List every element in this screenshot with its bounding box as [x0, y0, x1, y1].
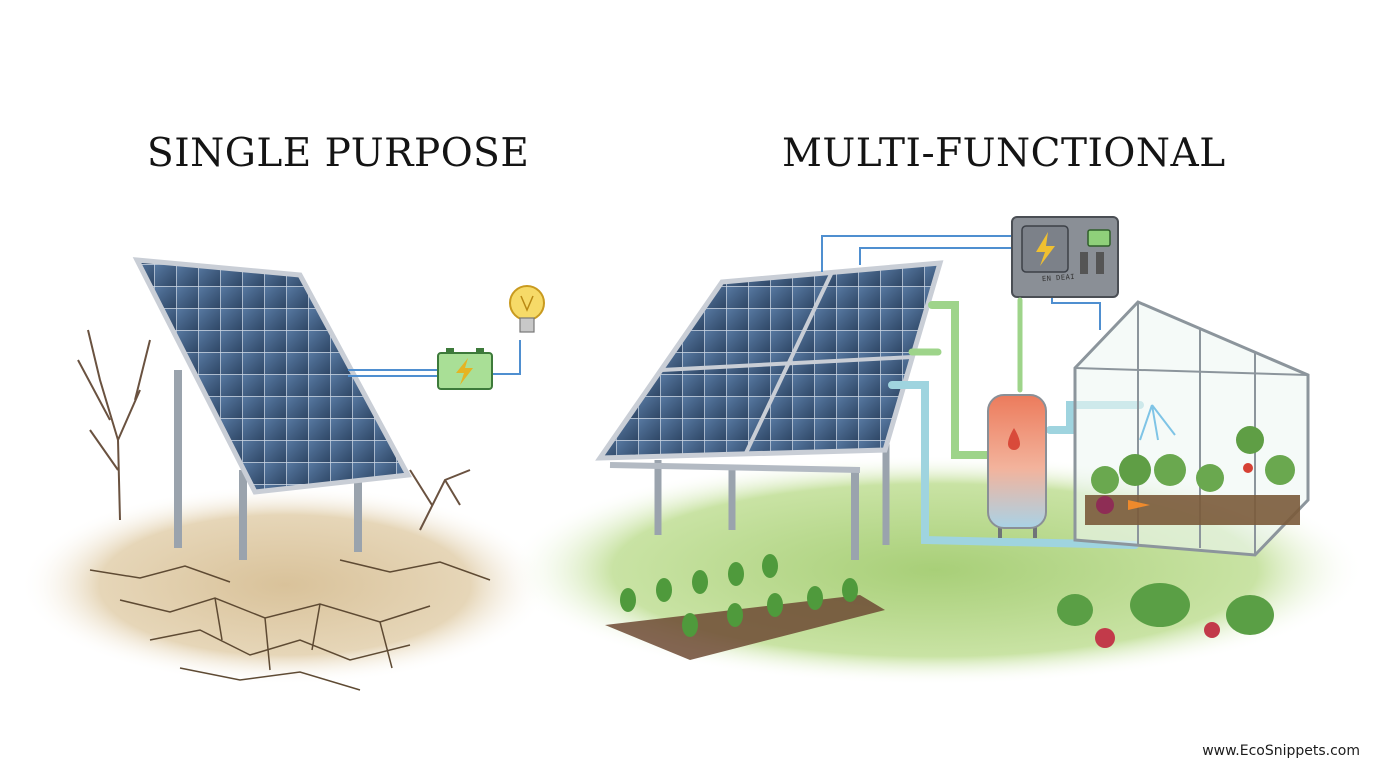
heading-single-purpose: SINGLE PURPOSE	[147, 131, 530, 176]
greenhouse	[1073, 300, 1310, 557]
water-tank	[987, 394, 1047, 538]
single-solar-panel	[132, 257, 412, 560]
soil-cracks	[89, 559, 491, 691]
vegetable-garden	[605, 554, 1274, 660]
lightning-bolt-icon	[1036, 232, 1055, 266]
right-scene	[505, 216, 1365, 685]
heading-multi-functional: MULTI-FUNCTIONAL	[782, 131, 1226, 176]
watermark: www.EcoSnippets.com	[1202, 743, 1360, 759]
dry-soil	[20, 485, 550, 685]
water-drop-icon	[1008, 428, 1020, 450]
power-wire	[348, 340, 521, 377]
left-scene	[20, 257, 550, 691]
battery-icon	[437, 348, 493, 390]
dead-shrub	[77, 329, 471, 531]
lightning-bolt-icon	[456, 358, 473, 385]
control-box	[1011, 216, 1119, 298]
dual-solar-panels	[595, 260, 944, 560]
sprinkler-spray	[1139, 404, 1176, 441]
light-bulb-icon	[509, 285, 545, 333]
